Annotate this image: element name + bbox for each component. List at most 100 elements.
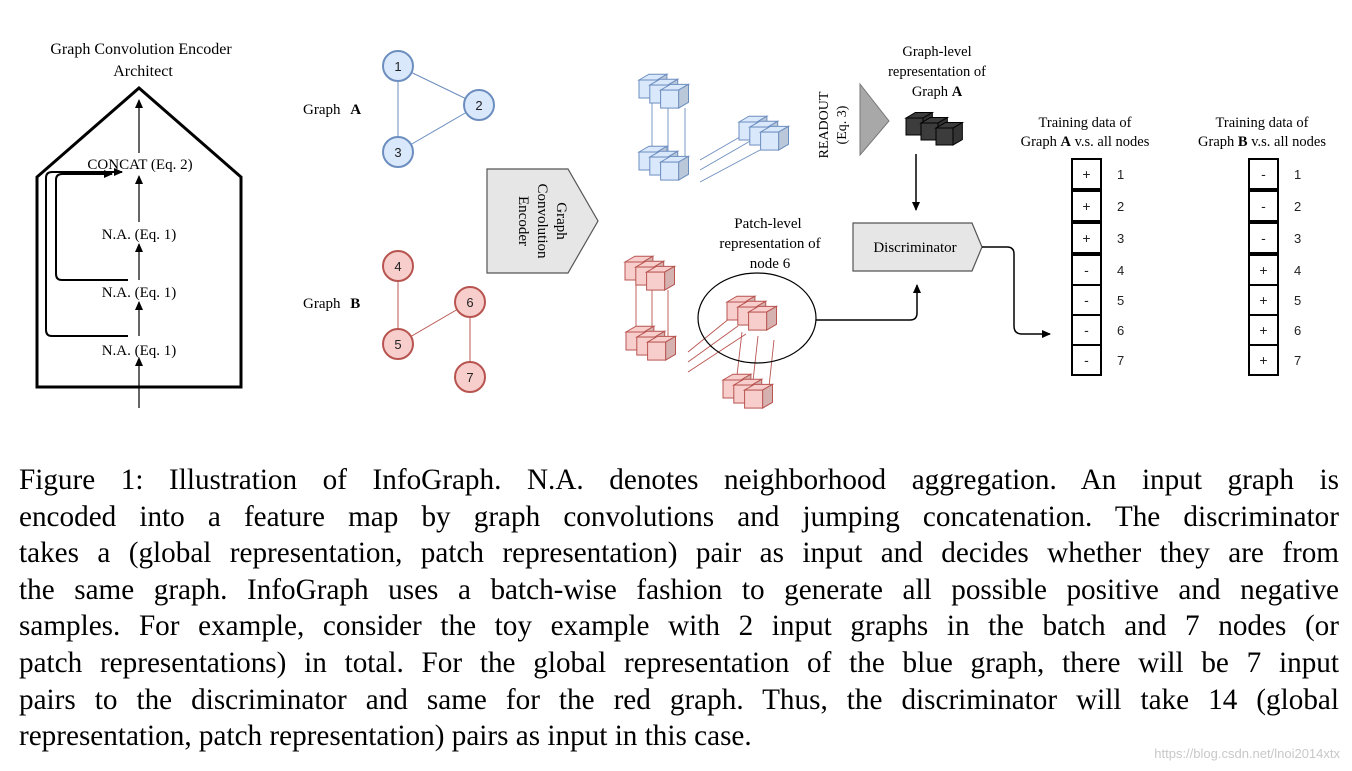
training-sample: -4 (1071, 254, 1124, 286)
svg-text:Training data of: Training data of (1216, 115, 1309, 131)
cube-connector (687, 325, 739, 363)
training-sample: +1 (1071, 158, 1124, 190)
training-sample: -1 (1248, 158, 1301, 190)
graph-a: Graph A 1 2 3 (303, 50, 495, 168)
graph-a-node-3: 3 (382, 136, 414, 168)
caption-line: representation, patch representation) pa… (19, 720, 752, 753)
sample-sign: - (1084, 292, 1089, 308)
graph-b-node-7: 7 (454, 361, 486, 393)
graph-level-label: Graph-level representation of Graph A (888, 44, 986, 100)
sample-sign: - (1084, 352, 1089, 368)
feature-cube (934, 121, 965, 146)
figure-caption: Figure 1: Illustration of InfoGraph. N.A… (19, 462, 1339, 755)
cube-connector (699, 139, 753, 171)
discriminator-block: Discriminator (852, 222, 983, 272)
training-sample: -5 (1071, 284, 1124, 316)
svg-text:node 6: node 6 (750, 256, 791, 272)
na-label-1: N.A. (Eq. 1) (102, 343, 177, 359)
feature-cube (658, 83, 691, 109)
readout-label: READOUT (817, 91, 832, 158)
readout-block: READOUT (Eq. 3) (817, 82, 890, 158)
cube-connector (687, 317, 731, 353)
svg-text:2: 2 (475, 98, 482, 113)
na-label-3: N.A. (Eq. 1) (102, 227, 177, 243)
encoder-title-line2: Architect (113, 63, 173, 80)
training-data-b-column: -1-2-3+4+5+6+7 (1248, 158, 1301, 376)
gce-block: Graph Convolution Encoder (486, 168, 599, 274)
sample-sign: - (1261, 198, 1266, 214)
sample-node-id: 5 (1294, 293, 1301, 308)
infograph-figure: Graph Convolution Encoder Architect CONC… (35, 41, 1326, 409)
skip-connection-outer (45, 168, 128, 337)
feature-cube (645, 335, 678, 361)
sample-node-id: 2 (1294, 199, 1301, 214)
encoder-title-line1: Graph Convolution Encoder (50, 41, 232, 58)
svg-text:Graph-level: Graph-level (902, 44, 971, 60)
training-data-a-title: Training data of Graph A v.s. all nodes (1021, 115, 1150, 150)
graph-b-node-4: 4 (382, 250, 414, 282)
sample-node-id: 7 (1294, 353, 1301, 368)
sample-sign: + (1082, 166, 1090, 182)
sample-node-id: 1 (1294, 167, 1301, 182)
sample-node-id: 4 (1294, 263, 1301, 278)
svg-text:representation of: representation of (719, 236, 820, 252)
sample-node-id: 6 (1294, 323, 1301, 338)
svg-text:Training data of: Training data of (1039, 115, 1132, 131)
patch-level-label: Patch-level representation of node 6 (719, 216, 820, 272)
sample-node-id: 2 (1117, 199, 1124, 214)
training-sample: +3 (1071, 222, 1124, 254)
na-label-2: N.A. (Eq. 1) (102, 285, 177, 301)
gce-label-3: Encoder (515, 196, 531, 246)
caption-line: the same graph. InfoGraph uses a batch-w… (19, 573, 1339, 606)
feature-cube (644, 265, 677, 291)
sample-sign: + (1259, 292, 1267, 308)
svg-text:1: 1 (394, 59, 401, 74)
blue-feature-map (637, 73, 791, 183)
sample-sign: - (1084, 322, 1089, 338)
skip-connection-inner (55, 170, 128, 281)
svg-text:representation of: representation of (888, 64, 986, 80)
svg-text:5: 5 (394, 337, 401, 352)
training-sample: -3 (1248, 222, 1301, 254)
readout-eq-label: (Eq. 3) (835, 105, 850, 144)
sample-sign: - (1084, 262, 1089, 278)
training-sample: +6 (1248, 314, 1301, 346)
training-sample: -7 (1071, 344, 1124, 376)
sample-node-id: 5 (1117, 293, 1124, 308)
graph-b: Graph B 4 5 6 7 (303, 250, 486, 393)
sample-sign: - (1261, 230, 1266, 246)
graph-b-node-6: 6 (454, 286, 486, 318)
watermark: https://blog.csdn.net/lnoi2014xtx (1154, 746, 1340, 761)
training-sample: +2 (1071, 190, 1124, 222)
svg-text:7: 7 (466, 370, 473, 385)
graph-level-vector (904, 111, 965, 146)
sample-node-id: 6 (1117, 323, 1124, 338)
red-feature-map (623, 255, 779, 409)
training-data-a-column: +1+2+3-4-5-6-7 (1071, 158, 1124, 376)
training-sample: +4 (1248, 254, 1301, 286)
sample-node-id: 7 (1117, 353, 1124, 368)
caption-line: Figure 1: Illustration of InfoGraph. N.A… (19, 464, 1339, 496)
training-sample: -2 (1248, 190, 1301, 222)
cube-connector (699, 149, 761, 183)
sample-node-id: 1 (1117, 167, 1124, 182)
feature-cube (658, 155, 691, 181)
discriminator-output-arrow (982, 246, 1051, 338)
svg-text:3: 3 (394, 145, 401, 160)
graph-a-node-2: 2 (463, 89, 495, 121)
patch-to-discriminator-arrow (816, 284, 921, 321)
discriminator-label: Discriminator (873, 240, 956, 256)
gce-label-1: Graph (553, 202, 569, 240)
training-data-b-title: Training data of Graph B v.s. all nodes (1198, 115, 1326, 150)
svg-text:Patch-level: Patch-level (734, 216, 801, 232)
gce-label-2: Convolution (534, 183, 550, 259)
graph-a-node-1: 1 (382, 50, 414, 82)
feature-cube (758, 125, 791, 151)
graph-a-label: Graph A (303, 102, 361, 118)
cube-connector (687, 333, 747, 373)
sample-sign: + (1259, 322, 1267, 338)
sample-node-id: 4 (1117, 263, 1124, 278)
patch-highlight-ellipse (697, 272, 817, 364)
caption-line: patch representations) in total. For the… (19, 646, 1339, 679)
svg-text:Graph A: Graph A (912, 84, 963, 100)
